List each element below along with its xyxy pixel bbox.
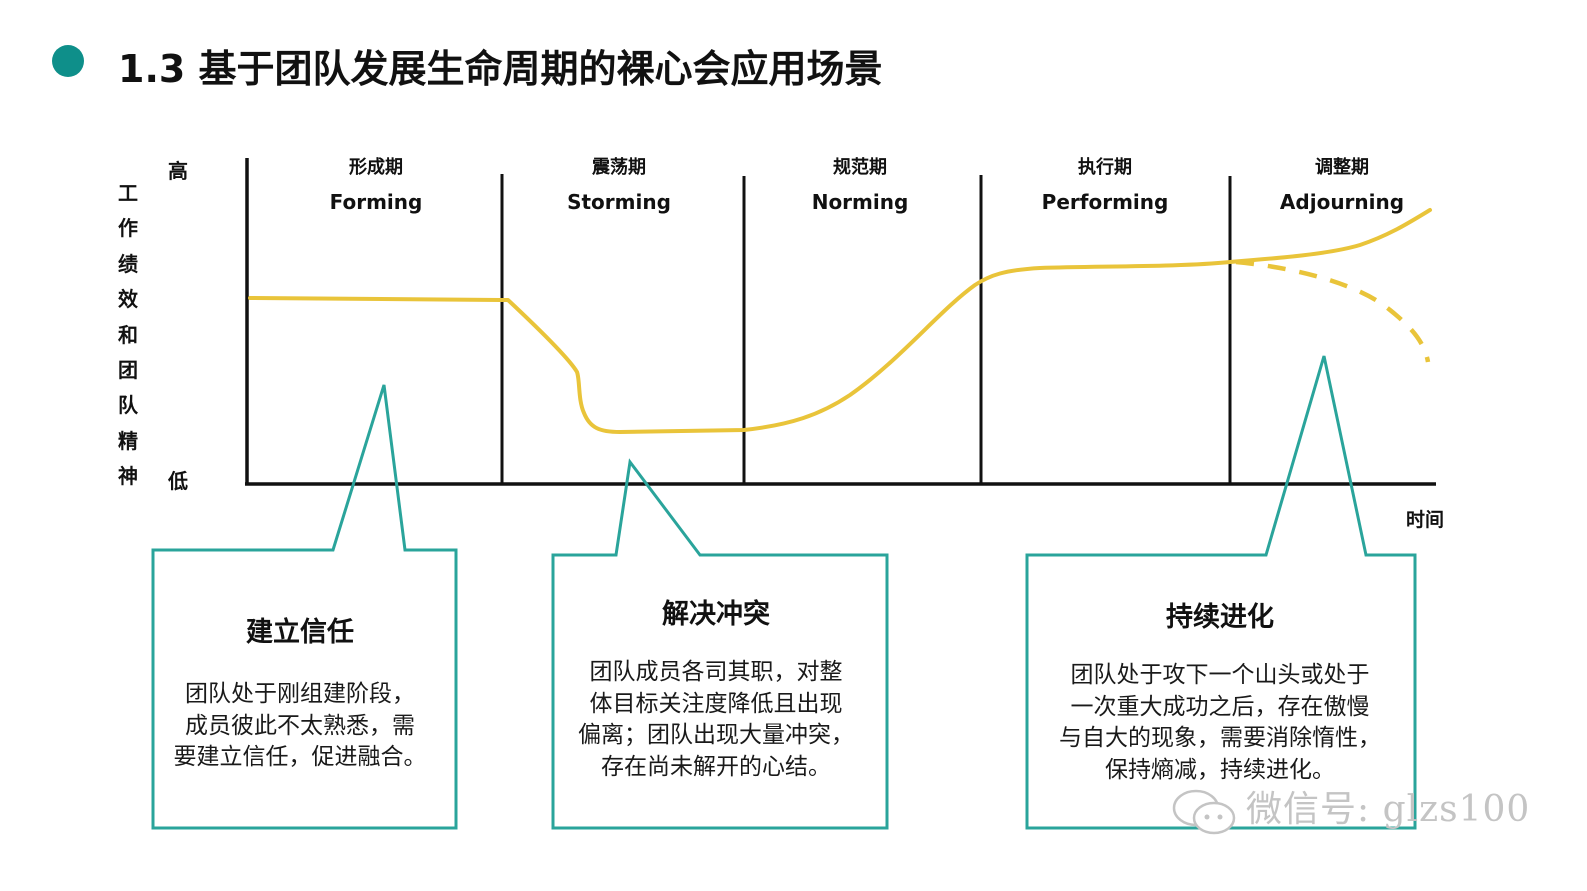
y-axis-label-char: 工 xyxy=(118,181,138,205)
callout-box-forming xyxy=(151,384,458,830)
phase-storming: 震荡期 Storming xyxy=(519,156,719,215)
callout-body: 团队成员各司其职，对整 体目标关注度降低且出现 偏离；团队出现大量冲突， 存在尚… xyxy=(556,657,876,783)
callout-line: 保持熵减，持续进化。 xyxy=(1105,756,1335,783)
callout-line: 成员彼此不太熟悉，需 xyxy=(185,712,415,739)
y-axis-label-char: 绩 xyxy=(118,251,138,276)
phase-en-label: Adjourning xyxy=(1279,190,1405,214)
callout-line: 一次重大成功之后，存在傲慢 xyxy=(1070,693,1370,720)
callout-storming: 解决冲突 团队成员各司其职，对整 体目标关注度降低且出现 偏离；团队出现大量冲突… xyxy=(556,592,876,783)
callout-box-storming xyxy=(551,458,889,830)
phase-en-label: Norming xyxy=(811,190,909,214)
callout-line: 存在尚未解开的心结。 xyxy=(601,753,831,780)
callout-heading: 建立信任 xyxy=(246,617,354,648)
phase-norming: 规范期 Norming xyxy=(760,156,960,215)
callout-body: 团队处于攻下一个山头或处于 一次重大成功之后，存在傲慢 与自大的现象，需要消除惰… xyxy=(1035,660,1405,786)
callout-box-adjourning xyxy=(1025,355,1417,830)
y-axis-high-label: 高 xyxy=(168,159,188,183)
y-axis-label-char: 团 xyxy=(118,358,138,383)
phase-adjourning: 调整期 Adjourning xyxy=(1242,156,1442,215)
y-axis-label-char: 作 xyxy=(118,216,138,241)
phase-cn-label: 震荡期 xyxy=(592,157,646,178)
callout-line: 偏离；团队出现大量冲突， xyxy=(578,722,854,748)
watermark-text: 微信号: glzs100 xyxy=(1246,789,1531,830)
callout-line: 团队处于攻下一个山头或处于 xyxy=(1070,662,1370,688)
wechat-icon xyxy=(1172,789,1236,835)
callout-heading: 持续进化 xyxy=(1166,602,1274,633)
y-axis-label-char: 和 xyxy=(118,322,138,347)
callout-line: 体目标关注度降低且出现 xyxy=(589,690,843,717)
callout-line: 与自大的现象，需要消除惰性， xyxy=(1059,725,1381,751)
performance-curve xyxy=(248,208,1432,434)
callout-line: 团队成员各司其职，对整 xyxy=(589,659,843,685)
callout-forming: 建立信任 团队处于刚组建阶段， 成员彼此不太熟悉，需 要建立信任，促进融合。 xyxy=(155,610,445,774)
watermark: 微信号: glzs100 xyxy=(1170,780,1530,838)
callout-body: 团队处于刚组建阶段， 成员彼此不太熟悉，需 要建立信任，促进融合。 xyxy=(155,679,445,774)
phase-performing: 执行期 Performing xyxy=(1005,156,1205,215)
phase-en-label: Performing xyxy=(1041,190,1169,214)
callout-heading: 解决冲突 xyxy=(662,599,770,630)
phase-forming: 形成期 Forming xyxy=(276,156,476,215)
y-axis-low-label: 低 xyxy=(168,469,188,493)
y-axis-label-char: 队 xyxy=(118,393,138,418)
y-axis-label-char: 效 xyxy=(118,287,138,312)
title-bullet-icon xyxy=(52,45,84,77)
page-title: 1.3 基于团队发展生命周期的裸心会应用场景 xyxy=(118,47,883,91)
callout-line: 要建立信任，促进融合。 xyxy=(173,744,427,770)
x-axis-label: 时间 xyxy=(1406,509,1445,531)
phase-cn-label: 调整期 xyxy=(1315,157,1369,178)
decline-curve-dashed xyxy=(1235,259,1431,363)
callout-line: 团队处于刚组建阶段， xyxy=(185,681,415,707)
y-axis-label-char: 精 xyxy=(118,428,138,453)
phase-en-label: Storming xyxy=(567,190,671,214)
y-axis-label: 工 作 绩 效 和 团 队 精 神 xyxy=(116,176,140,495)
y-axis-label-char: 神 xyxy=(118,464,138,489)
phase-cn-label: 规范期 xyxy=(833,157,887,178)
phase-cn-label: 形成期 xyxy=(349,157,403,178)
phase-cn-label: 执行期 xyxy=(1078,157,1132,178)
phase-en-label: Forming xyxy=(329,190,423,214)
callout-adjourning: 持续进化 团队处于攻下一个山头或处于 一次重大成功之后，存在傲慢 与自大的现象，… xyxy=(1035,595,1405,786)
